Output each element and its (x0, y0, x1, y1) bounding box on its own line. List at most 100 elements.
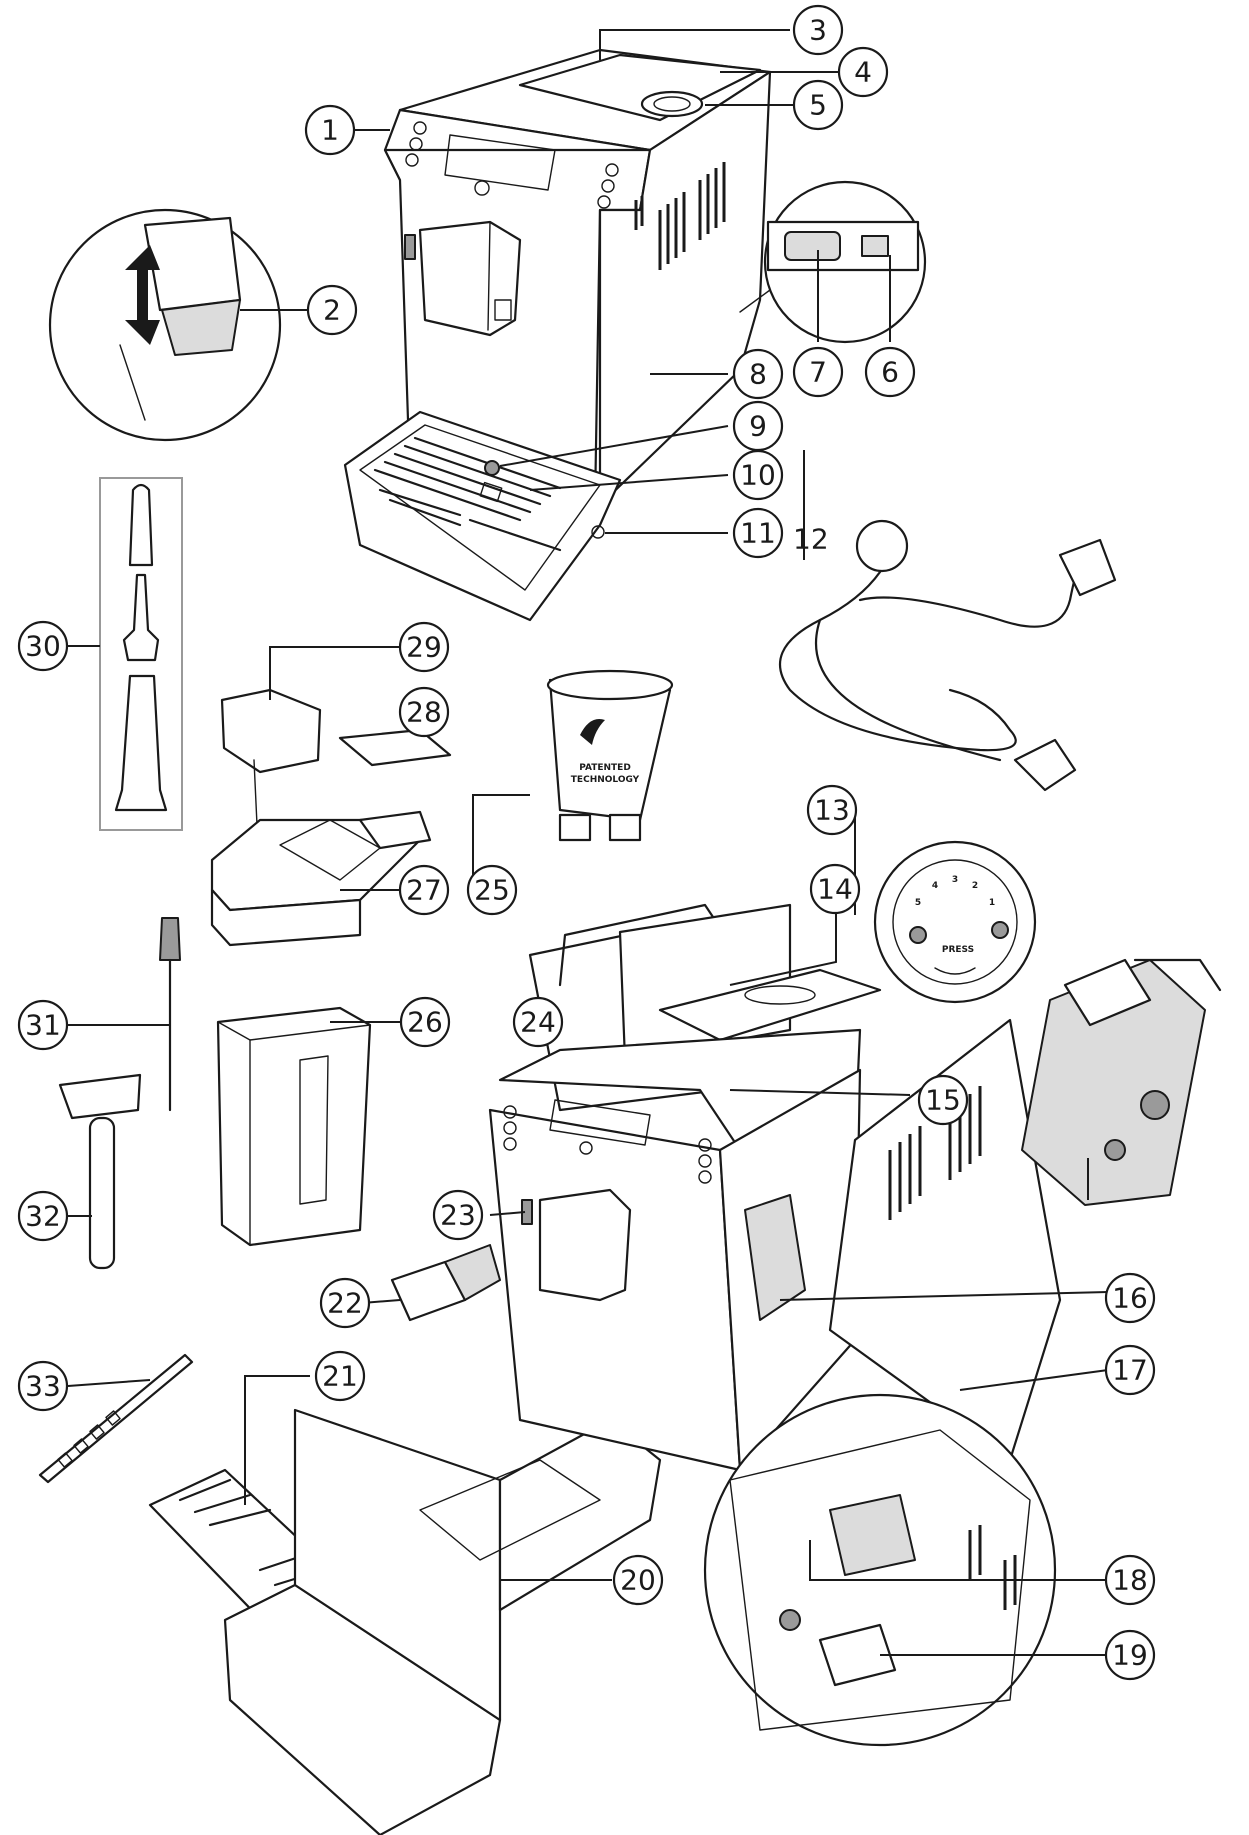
spout-height-inset (48, 208, 282, 442)
callout-11: 11 (732, 507, 784, 559)
callout-circle (1104, 1272, 1156, 1324)
brew-group-illustration (1021, 958, 1222, 1206)
callout-26: 26 (399, 996, 451, 1048)
filter-text-1: PATENTED (579, 763, 631, 773)
callout-circle (304, 104, 356, 156)
callout-4: 4 (837, 46, 889, 98)
callout-number: 32 (25, 1200, 61, 1233)
lower-machine-illustration (488, 1018, 1062, 1472)
knob-number-1: 1 (989, 898, 995, 908)
callout-number: 26 (407, 1006, 443, 1039)
callout-25: 25 (466, 864, 518, 916)
side-vents (634, 162, 726, 270)
callout-circle (512, 996, 564, 1048)
callout-circle (1104, 1554, 1156, 1606)
callout-23: 23 (432, 1189, 484, 1241)
callout-33: 33 (17, 1360, 69, 1412)
callout-5: 5 (792, 79, 844, 131)
water-tank-illustration (216, 1006, 372, 1247)
callout-circle (398, 686, 450, 738)
callout-circle (17, 1190, 69, 1242)
callout-number: 19 (1112, 1639, 1148, 1672)
callout-circle (917, 1074, 969, 1126)
callout-circle (837, 46, 889, 98)
callout-number: 33 (25, 1370, 61, 1403)
callout-20: 20 (612, 1554, 664, 1606)
power-socket-inset (739, 180, 927, 344)
callout-circle (17, 620, 69, 672)
callout-circle (792, 4, 844, 56)
callout-31: 31 (17, 999, 69, 1051)
callout-number: 6 (881, 356, 899, 389)
callout-label-12: 12 (793, 523, 829, 556)
callout-circle (319, 1277, 371, 1329)
callout-circle (732, 348, 784, 400)
callout-number: 13 (814, 794, 850, 827)
callout-circle (792, 79, 844, 131)
callout-number: 15 (925, 1084, 961, 1117)
knob-number-5: 5 (915, 898, 921, 908)
leader-lines (67, 29, 1109, 1656)
knob-number-4: 4 (932, 881, 938, 891)
callout-number: 22 (327, 1287, 363, 1320)
callout-number: 16 (1112, 1282, 1148, 1315)
callout-number: 21 (322, 1360, 358, 1393)
callout-circle (466, 864, 518, 916)
callout-circle (306, 284, 358, 336)
callout-number: 31 (25, 1009, 61, 1042)
callout-number: 28 (406, 696, 442, 729)
water-filter-illustration: PATENTED TECHNOLOGY (546, 669, 674, 842)
callout-3: 3 (792, 4, 844, 56)
callout-circle (806, 784, 858, 836)
callout-29: 29 (398, 621, 450, 673)
callout-circle (612, 1554, 664, 1606)
callout-1: 1 (304, 104, 356, 156)
callout-number: 5 (809, 89, 827, 122)
callout-8: 8 (732, 348, 784, 400)
callout-number: 8 (749, 358, 767, 391)
test-strip-illustration (38, 1353, 194, 1484)
callout-number: 23 (440, 1199, 476, 1232)
power-cord-illustration (778, 519, 1117, 792)
callout-9: 9 (732, 400, 784, 452)
callout-number: 30 (25, 630, 61, 663)
callout-circle (432, 1189, 484, 1241)
callout-2: 2 (306, 284, 358, 336)
callout-circle (1104, 1629, 1156, 1681)
callout-number: 29 (406, 631, 442, 664)
callout-number: 10 (740, 459, 776, 492)
callout-number: 27 (406, 874, 442, 907)
callout-number: 3 (809, 14, 827, 47)
callout-6: 6 (864, 346, 916, 398)
callout-24: 24 (512, 996, 564, 1048)
callout-18: 18 (1104, 1554, 1156, 1606)
callout-circle (17, 1360, 69, 1412)
callout-17: 17 (1104, 1344, 1156, 1396)
callout-number: 1 (321, 114, 339, 147)
callout-circle (17, 999, 69, 1051)
drip-tray-parts-illustration (148, 1408, 662, 1835)
grind-knob-inset: PRESS 5 4 3 2 1 (873, 840, 1037, 1004)
knob-number-2: 2 (972, 881, 978, 891)
callout-15: 15 (917, 1074, 969, 1126)
callout-16: 16 (1104, 1272, 1156, 1324)
callout-circle (809, 863, 861, 915)
callout-number: 11 (740, 517, 776, 550)
callout-7: 7 (792, 346, 844, 398)
callout-number: 20 (620, 1564, 656, 1597)
callout-30: 30 (17, 620, 69, 672)
callout-circle (1104, 1344, 1156, 1396)
callout-number: 4 (854, 56, 872, 89)
callout-number: 25 (474, 874, 510, 907)
callout-number: 24 (520, 1006, 556, 1039)
filter-text-2: TECHNOLOGY (571, 775, 640, 785)
callout-32: 32 (17, 1190, 69, 1242)
callout-13: 13 (806, 784, 858, 836)
callout-circle (398, 864, 450, 916)
knob-text: PRESS (942, 945, 974, 955)
callout-circle (732, 507, 784, 559)
interior-inset (703, 1393, 1057, 1747)
callouts: 1234567891011131415161718192021222324252… (17, 4, 1156, 1681)
callout-circle (398, 621, 450, 673)
